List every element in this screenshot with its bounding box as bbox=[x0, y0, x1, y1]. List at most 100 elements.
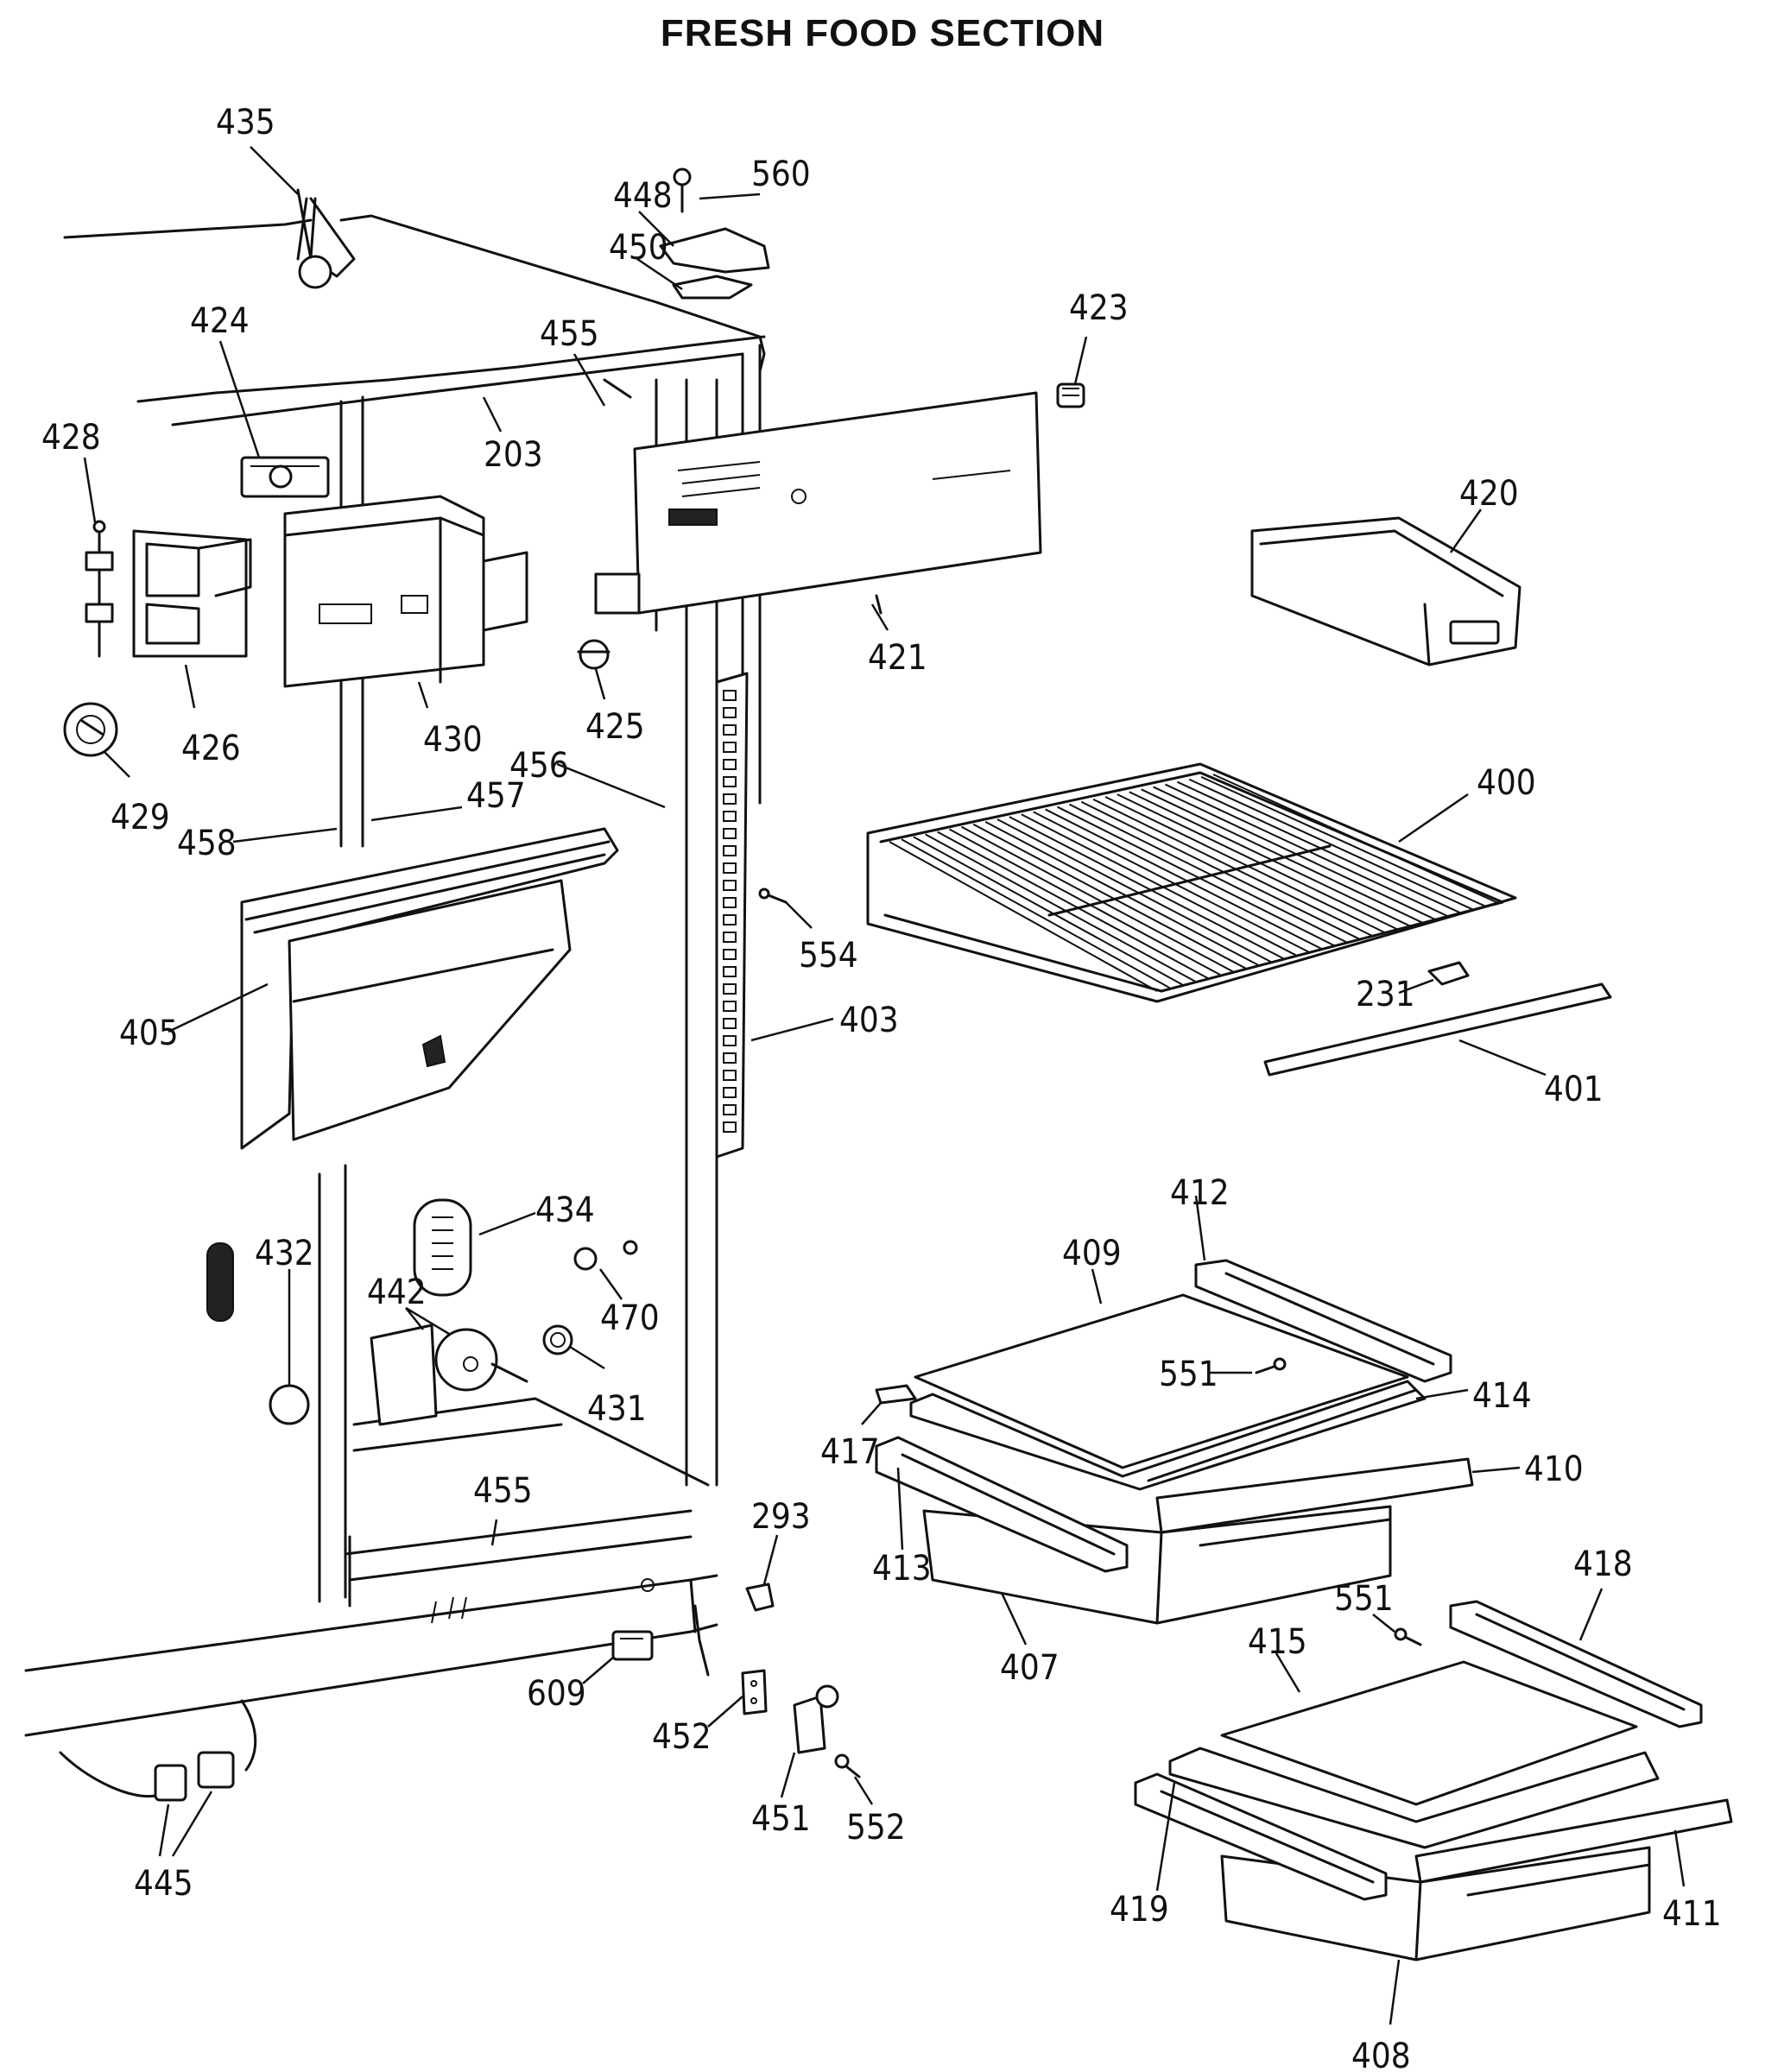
shelf-wire bbox=[960, 825, 1234, 973]
shelf-wire bbox=[1153, 786, 1436, 920]
shelf-wire bbox=[996, 818, 1272, 963]
part-412-rail bbox=[1194, 1259, 1452, 1383]
label-551a: 551 bbox=[1159, 1355, 1218, 1394]
part-410-drawer-front bbox=[1155, 1457, 1474, 1547]
part-609-switch bbox=[611, 1630, 654, 1661]
label-442: 442 bbox=[367, 1273, 427, 1312]
label-403: 403 bbox=[839, 1001, 899, 1040]
part-403-shelf-ladder bbox=[715, 672, 749, 1159]
label-425: 425 bbox=[585, 707, 645, 747]
label-420: 420 bbox=[1459, 474, 1519, 514]
label-551b: 551 bbox=[1334, 1579, 1394, 1619]
part-labels: 435 560 448 450 423 424 455 428 203 420 … bbox=[41, 103, 1722, 2072]
part-425-button bbox=[577, 639, 610, 670]
label-432: 432 bbox=[255, 1234, 314, 1273]
shelf-wire bbox=[1165, 783, 1448, 918]
label-414: 414 bbox=[1472, 1376, 1532, 1416]
ladder-slot bbox=[723, 776, 737, 787]
label-419: 419 bbox=[1110, 1890, 1169, 1930]
label-450: 450 bbox=[609, 228, 668, 268]
part-411-drawer-front bbox=[1414, 1798, 1733, 1897]
part-429-thermostat bbox=[63, 702, 118, 757]
ladder-slot bbox=[723, 759, 737, 770]
part-lower-frame bbox=[1168, 1747, 1660, 1849]
ladder-slot bbox=[723, 1104, 737, 1115]
label-415: 415 bbox=[1248, 1622, 1307, 1662]
label-405: 405 bbox=[119, 1014, 179, 1053]
label-412: 412 bbox=[1170, 1173, 1230, 1213]
leader-lines bbox=[83, 146, 1686, 2025]
part-451-hinge-bracket bbox=[793, 1684, 839, 1754]
ladder-slot bbox=[723, 742, 737, 753]
shelf-wire bbox=[1176, 780, 1461, 914]
shelf-wire bbox=[889, 841, 1158, 992]
part-414-glass-frame bbox=[909, 1380, 1427, 1491]
part-432-lamp-socket bbox=[206, 1242, 310, 1425]
ladder-slot bbox=[723, 1121, 737, 1133]
label-434: 434 bbox=[535, 1191, 595, 1230]
ladder-slot bbox=[723, 793, 737, 805]
part-400-wire-shelf bbox=[866, 762, 1517, 1003]
part-293-clip bbox=[745, 1582, 775, 1612]
ladder-slot bbox=[723, 1018, 737, 1029]
label-409: 409 bbox=[1062, 1234, 1122, 1273]
shelf-wire bbox=[1141, 788, 1423, 924]
label-470: 470 bbox=[600, 1298, 660, 1338]
shelf-wire bbox=[1045, 808, 1322, 950]
part-413-rail bbox=[875, 1436, 1129, 1573]
part-470-plug bbox=[573, 1240, 638, 1271]
label-430: 430 bbox=[423, 720, 483, 760]
part-452-plate bbox=[741, 1669, 768, 1715]
part-401-trim bbox=[1263, 982, 1612, 1077]
part-428-sensor bbox=[85, 520, 114, 658]
part-442-damper bbox=[370, 1323, 528, 1426]
ladder-slot bbox=[723, 983, 737, 995]
ladder-slot bbox=[723, 828, 737, 839]
label-203: 203 bbox=[484, 435, 543, 475]
ladder-slot bbox=[723, 845, 737, 856]
label-448: 448 bbox=[613, 176, 673, 216]
label-458: 458 bbox=[177, 824, 237, 863]
part-419-rail bbox=[1134, 1772, 1388, 1901]
part-445-harness bbox=[59, 1699, 257, 1802]
label-423: 423 bbox=[1069, 288, 1129, 328]
label-231: 231 bbox=[1356, 975, 1415, 1014]
part-554-screw bbox=[758, 888, 788, 904]
ladder-slot bbox=[723, 1070, 737, 1081]
part-448-hinge bbox=[659, 167, 770, 300]
shelf-wire bbox=[1021, 813, 1297, 957]
label-413: 413 bbox=[872, 1549, 932, 1589]
label-455a: 455 bbox=[540, 314, 599, 354]
shelf-wire bbox=[1129, 791, 1411, 927]
shelf-wire bbox=[1212, 774, 1499, 904]
label-429: 429 bbox=[111, 798, 170, 837]
shelf-wire bbox=[1056, 805, 1335, 947]
ladder-slot bbox=[723, 862, 737, 874]
label-401: 401 bbox=[1544, 1070, 1604, 1109]
part-421-control-panel bbox=[594, 391, 1042, 615]
label-428: 428 bbox=[41, 418, 101, 458]
label-455b: 455 bbox=[473, 1471, 533, 1511]
shelf-wire bbox=[1117, 793, 1398, 931]
part-434-vent bbox=[413, 1198, 472, 1297]
label-552: 552 bbox=[846, 1808, 906, 1848]
shelf-wire bbox=[901, 838, 1171, 989]
part-551-screw-upper bbox=[1255, 1357, 1287, 1374]
label-452: 452 bbox=[652, 1717, 712, 1757]
shelf-wire bbox=[984, 821, 1259, 966]
label-560: 560 bbox=[751, 155, 811, 194]
ladder-slot bbox=[723, 966, 737, 977]
shelf-wire bbox=[972, 823, 1246, 970]
part-418-rail bbox=[1449, 1600, 1703, 1728]
label-407: 407 bbox=[1000, 1648, 1060, 1688]
label-417: 417 bbox=[820, 1432, 880, 1472]
ladder-slot bbox=[723, 897, 737, 908]
shelf-wire bbox=[1200, 775, 1486, 907]
part-423-knob bbox=[1056, 382, 1085, 408]
shelf-wire bbox=[913, 836, 1183, 986]
shelf-wire bbox=[925, 833, 1196, 982]
ladder-slot bbox=[723, 707, 737, 718]
label-431: 431 bbox=[587, 1389, 647, 1429]
part-431-button bbox=[542, 1324, 573, 1355]
part-405-cover bbox=[240, 827, 619, 1150]
